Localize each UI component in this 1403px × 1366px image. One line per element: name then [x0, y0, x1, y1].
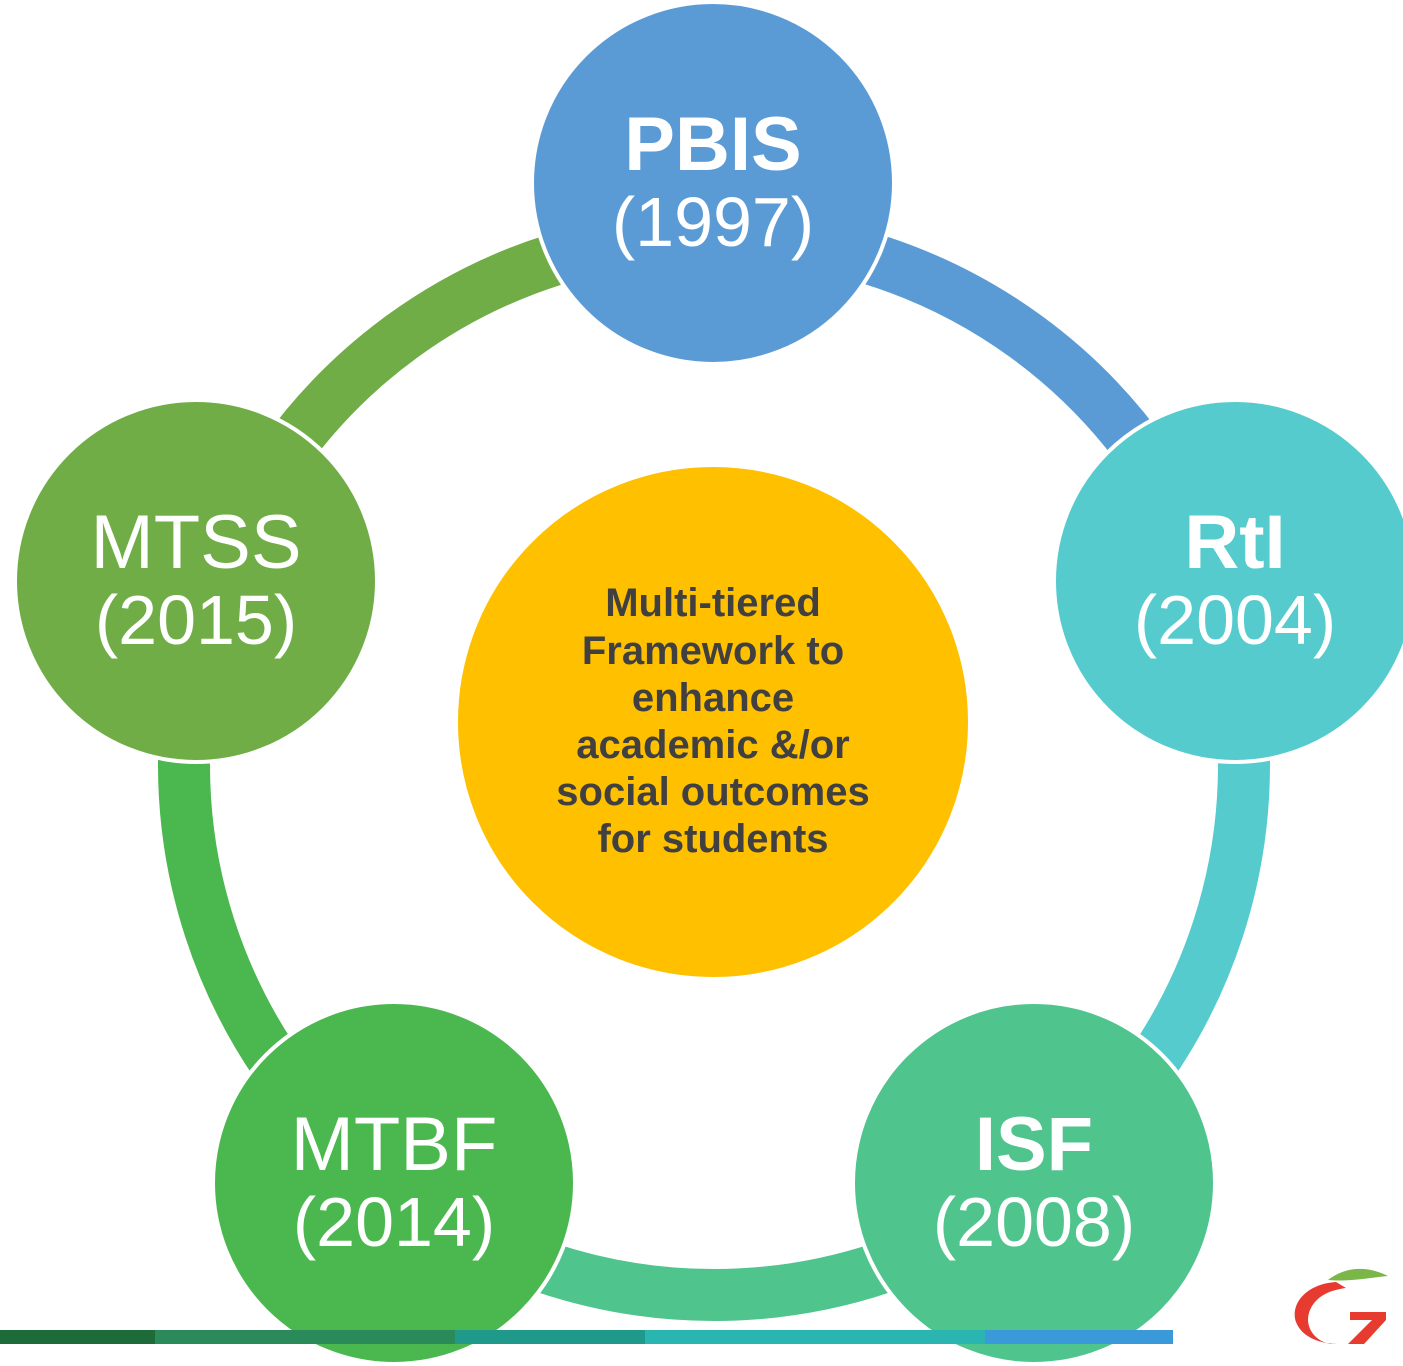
node-mtss: MTSS (2015) — [13, 398, 379, 764]
footer-segment — [455, 1330, 645, 1344]
node-isf-year: (2008) — [932, 1183, 1136, 1262]
node-rti-year: (2004) — [1133, 581, 1337, 660]
footer-segment — [985, 1330, 1173, 1344]
node-mtbf-year: (2014) — [292, 1183, 496, 1262]
apple-swoosh-logo-icon — [1294, 1268, 1388, 1344]
logo-leaf — [1328, 1268, 1388, 1281]
node-isf-name: ISF — [974, 1101, 1094, 1187]
logo-swoosh — [1294, 1282, 1346, 1344]
footer-segment — [155, 1330, 455, 1344]
node-mtss-year: (2015) — [94, 581, 298, 660]
node-pbis-year: (1997) — [611, 183, 815, 262]
node-mtss-name: MTSS — [90, 499, 302, 585]
footer-segment — [645, 1330, 985, 1344]
node-rti: RtI (2004) — [1052, 398, 1403, 764]
node-isf: ISF (2008) — [851, 1000, 1217, 1366]
node-pbis: PBIS (1997) — [530, 0, 896, 366]
footer-color-bar — [0, 1330, 1173, 1344]
footer-segment — [0, 1330, 155, 1344]
center-text: Multi-tiered Framework to enhance academ… — [556, 581, 870, 862]
node-rti-name: RtI — [1184, 499, 1286, 585]
logo-letter — [1348, 1312, 1386, 1344]
node-mtbf-name: MTBF — [290, 1101, 498, 1187]
center-node: Multi-tiered Framework to enhance academ… — [454, 463, 972, 981]
node-pbis-name: PBIS — [624, 101, 802, 187]
node-mtbf: MTBF (2014) — [211, 1000, 577, 1366]
